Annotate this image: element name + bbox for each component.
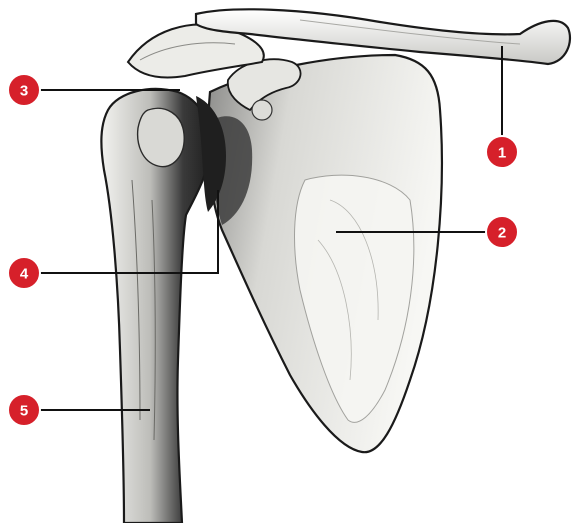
marker-label: 3 [20,83,28,100]
marker-5: 5 [8,394,40,426]
marker-4: 4 [8,257,40,289]
marker-label: 5 [20,403,28,420]
marker-label: 4 [20,266,29,283]
humerus-bone [101,89,226,523]
marker-label: 2 [498,225,506,242]
marker-label: 1 [498,145,506,162]
scapula-bone [208,55,442,452]
marker-2: 2 [486,216,518,248]
marker-3: 3 [8,74,40,106]
marker-1: 1 [486,136,518,168]
